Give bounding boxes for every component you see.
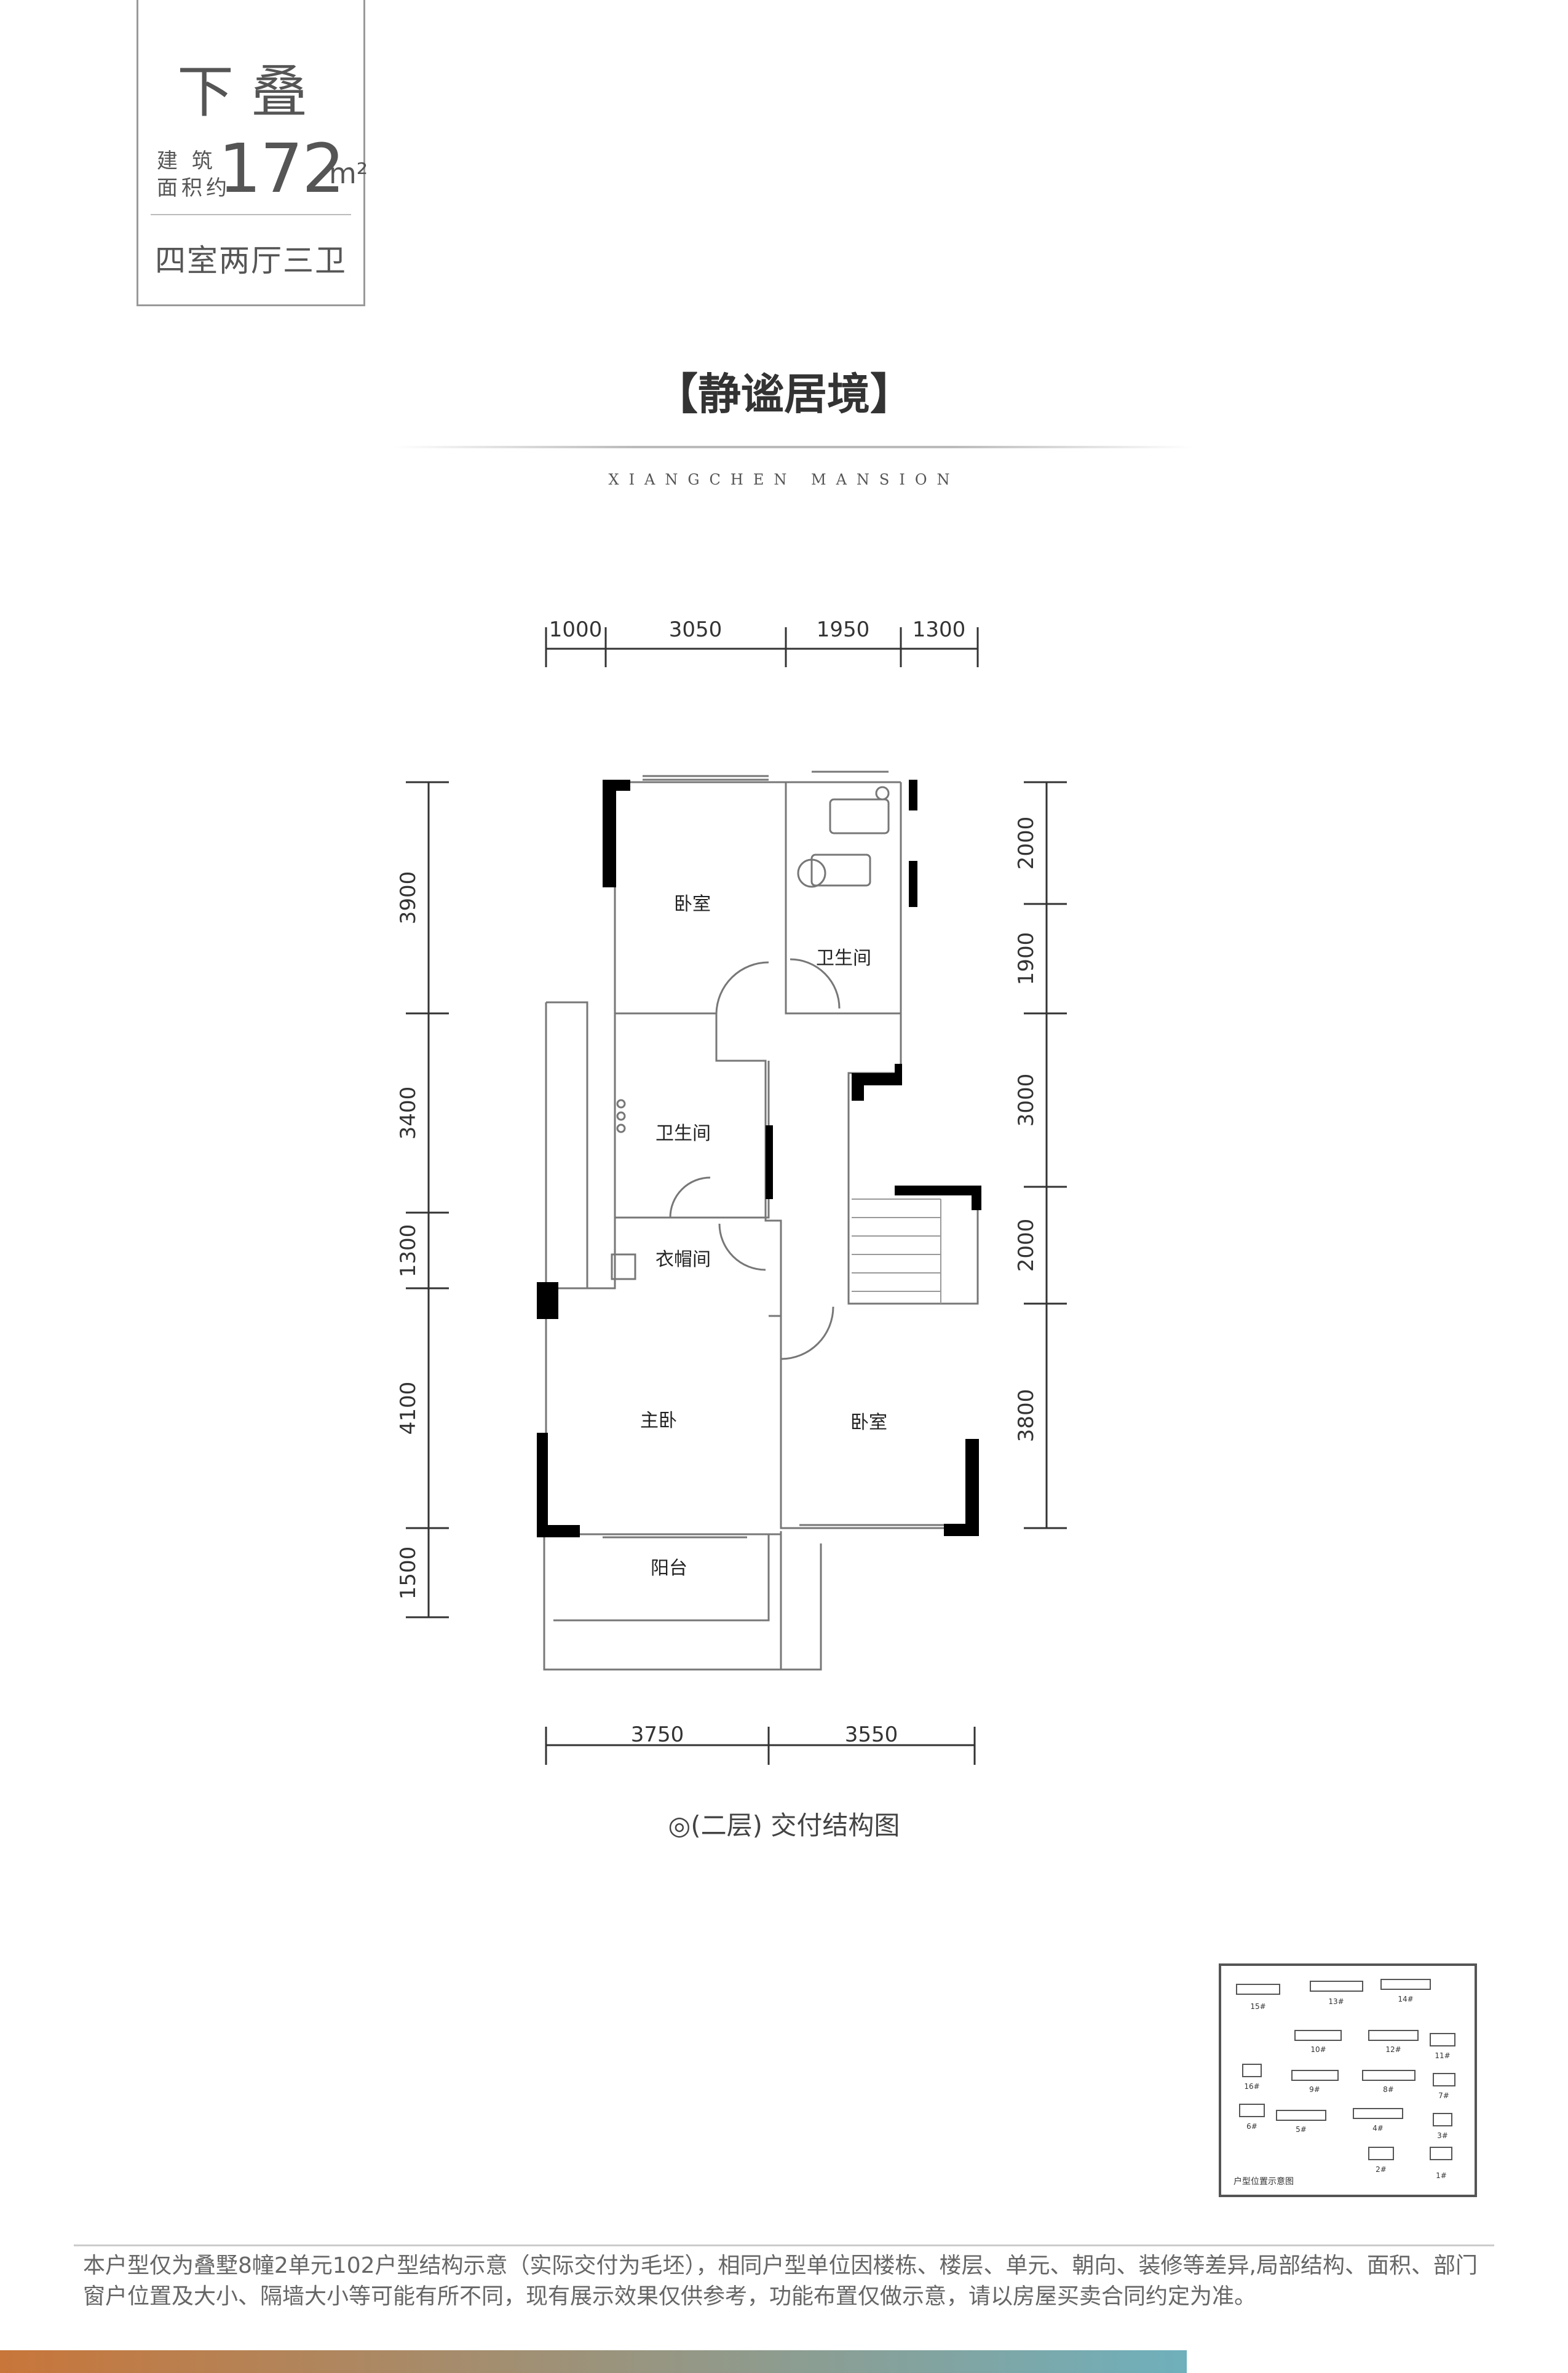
dim-bottom-2: 3550 <box>845 1722 898 1747</box>
room-master-bedroom: 主卧 <box>640 1410 677 1432</box>
room-bedroom-top: 卧室 <box>674 893 711 915</box>
disclaimer: 本户型仅为叠墅8幢2单元102户型结构示意（实际交付为毛坯），相同户型单位因楼栋… <box>83 2253 1478 2309</box>
area-value: 172 <box>218 129 345 208</box>
room-walkin-closet: 衣帽间 <box>655 1249 711 1270</box>
structural-walls <box>537 780 981 1537</box>
room-config: 四室两厅三卫 <box>155 243 347 279</box>
room-bathroom-top: 卫生间 <box>816 948 871 969</box>
bldg-10: 10# <box>1310 2045 1326 2054</box>
room-bathroom-mid: 卫生间 <box>655 1123 711 1144</box>
dim-top-1: 1000 <box>549 617 603 642</box>
dimension-labels: 1000 3050 1950 1300 3750 3550 3900 3400 … <box>396 617 1039 1747</box>
bldg-1: 1# <box>1436 2171 1447 2180</box>
keymap-diagram: 15# 13# 14# 10# 12# 11# 16# 9# 8# 6# 5# … <box>1236 1979 1455 2180</box>
dim-left-4: 4100 <box>396 1382 421 1435</box>
title-rule <box>394 446 1193 448</box>
bldg-3: 3# <box>1437 2131 1448 2140</box>
bldg-2: 2# <box>1376 2165 1387 2174</box>
bldg-6: 6# <box>1246 2122 1257 2131</box>
bldg-15: 15# <box>1250 2002 1265 2011</box>
section-title: 【静谧居境】 <box>655 369 913 419</box>
bldg-5: 5# <box>1296 2125 1307 2134</box>
section-subtitle: XIANGCHEN MANSION <box>608 471 960 488</box>
bldg-4: 4# <box>1372 2124 1384 2133</box>
area-label: 建 筑 面积约 <box>157 149 231 200</box>
unit-type: 下叠 <box>176 59 325 125</box>
dim-right-4: 2000 <box>1014 1219 1039 1272</box>
unit-badge: 下叠 建 筑 面积约 172 m² 四室两厅三卫 <box>137 0 368 306</box>
bldg-9: 9# <box>1309 2085 1320 2094</box>
dim-right-5: 3800 <box>1014 1389 1039 1443</box>
location-keymap: 15# 13# 14# 10# 12# 11# 16# 9# 8# 6# 5# … <box>1219 1963 1477 2197</box>
dim-top-3: 1950 <box>817 617 870 642</box>
bldg-8: 8# <box>1383 2085 1394 2094</box>
dim-left-1: 3900 <box>396 871 421 925</box>
bldg-7: 7# <box>1438 2091 1449 2100</box>
dimension-lines <box>406 627 1067 1765</box>
bldg-13: 13# <box>1328 1997 1344 2006</box>
bldg-12: 12# <box>1385 2045 1401 2054</box>
plan-caption: ◎(二层) 交付结构图 <box>668 1810 900 1840</box>
room-balcony: 阳台 <box>651 1558 687 1579</box>
dim-bottom-1: 3750 <box>631 1722 684 1747</box>
dim-top-2: 3050 <box>669 617 723 642</box>
dim-top-4: 1300 <box>913 617 966 642</box>
dim-right-1: 2000 <box>1014 817 1039 870</box>
footer-rule <box>74 2244 1494 2246</box>
bldg-16: 16# <box>1244 2082 1259 2091</box>
dim-left-3: 1300 <box>396 1224 421 1278</box>
bldg-14: 14# <box>1398 1995 1413 2003</box>
dim-right-3: 3000 <box>1014 1074 1039 1127</box>
area-unit: m² <box>329 157 368 190</box>
bldg-11: 11# <box>1435 2051 1450 2060</box>
room-bedroom-right: 卧室 <box>850 1412 887 1433</box>
dim-right-2: 1900 <box>1014 932 1039 986</box>
room-labels: 卧室 卫生间 卫生间 衣帽间 主卧 卧室 阳台 <box>640 893 887 1579</box>
badge-divider <box>151 214 351 215</box>
dim-left-2: 3400 <box>396 1087 421 1140</box>
dim-left-5: 1500 <box>396 1547 421 1600</box>
keymap-label: 户型位置示意图 <box>1233 2177 1294 2187</box>
footer-gradient-bar <box>0 2350 1187 2373</box>
